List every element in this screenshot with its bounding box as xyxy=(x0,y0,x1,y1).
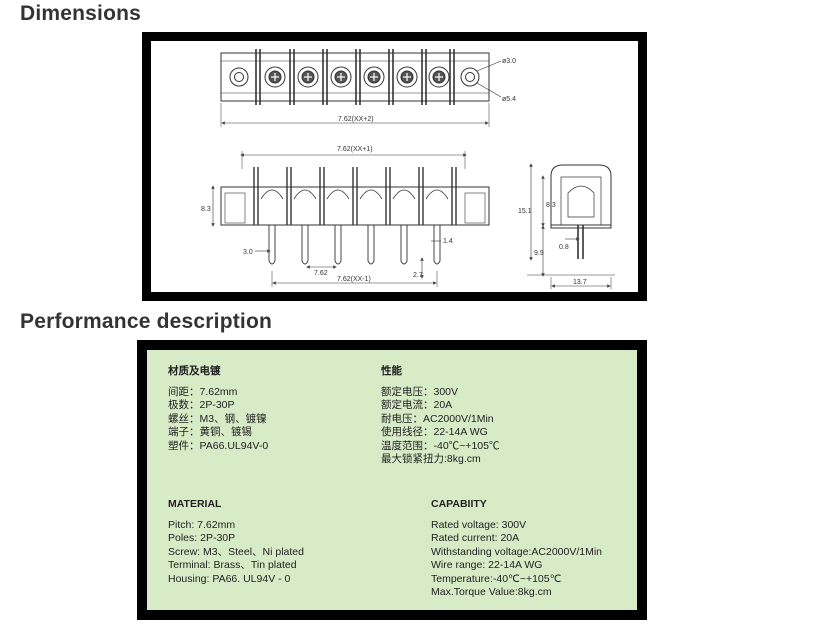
cn-material-line: 塑件：PA66.UL94V-0 xyxy=(168,439,269,452)
en-material-title: MATERIAL xyxy=(168,498,222,510)
label-pitch-span: 7.62(XX+1) xyxy=(337,146,373,153)
label-pitch: 7.62 xyxy=(314,270,328,277)
en-material-line: Terminal: Brass、Tin plated xyxy=(168,559,297,571)
cn-material-line: 间距：7.62mm xyxy=(168,385,238,398)
cn-material-line: 螺丝：M3、钢、镀镍 xyxy=(168,412,267,425)
label-side-pin: 0.8 xyxy=(559,244,569,251)
en-capability-title: CAPABIITY xyxy=(431,498,487,510)
performance-frame: 材质及电镀 间距：7.62mm 极数：2P-30P 螺丝：M3、钢、镀镍 端子：… xyxy=(137,340,647,620)
cn-material-title: 材质及电镀 xyxy=(168,365,221,377)
label-side-height-upper: 8.3 xyxy=(546,202,556,209)
label-pin-left: 3.0 xyxy=(243,249,253,256)
en-capability-line: Temperature:-40℃~+105℃ xyxy=(431,572,562,585)
en-material-line: Poles: 2P-30P xyxy=(168,532,236,544)
label-side-height-total: 15.1 xyxy=(518,208,532,215)
label-pin-width: 1.4 xyxy=(443,238,453,245)
label-length-top: 7.62(XX+2) xyxy=(338,116,374,123)
side-view xyxy=(527,163,615,289)
label-side-width: 13.7 xyxy=(573,279,587,286)
en-material-line: Pitch: 7.62mm xyxy=(168,518,236,531)
cn-capability-line: 额定电流：20A xyxy=(381,399,453,411)
cn-capability-title: 性能 xyxy=(381,365,402,377)
cn-capability-line: 温度范围：-40℃~+105℃ xyxy=(381,439,500,452)
en-capability-line: Rated current: 20A xyxy=(431,532,520,544)
cn-capability-line: 最大锁紧扭力:8kg.cm xyxy=(381,453,481,465)
front-view xyxy=(211,151,490,287)
label-pin-length: 2.7 xyxy=(413,272,423,279)
cn-capability-line: 使用线径：22-14A WG xyxy=(381,426,488,438)
en-material-block: MATERIAL Pitch: 7.62mm Poles: 2P-30P Scr… xyxy=(168,498,304,586)
cn-capability-line: 耐电压：AC2000V/1Min xyxy=(381,412,494,425)
top-view xyxy=(220,49,502,127)
en-material-line: Screw: M3、Steel、Ni plated xyxy=(168,545,304,558)
en-capability-line: Withstanding voltage:AC2000V/1Min xyxy=(431,545,603,558)
cn-capability-line: 额定电压：300V xyxy=(381,385,459,398)
label-pitch-bottom: 7.62(XX-1) xyxy=(337,276,371,283)
dimensions-frame: ø3.0 ø5.4 7.62(XX+2) xyxy=(142,32,647,301)
en-capability-block: CAPABIITY Rated voltage: 300V Rated curr… xyxy=(431,498,602,600)
technical-drawing: ø3.0 ø5.4 7.62(XX+2) xyxy=(151,41,638,292)
performance-heading: Performance description xyxy=(20,310,273,333)
en-capability-line: Rated voltage: 300V xyxy=(431,518,527,531)
en-capability-line: Wire range: 22-14A WG xyxy=(431,559,543,571)
label-hole-large: ø5.4 xyxy=(502,96,516,103)
label-side-height-lower: 9.9 xyxy=(534,250,544,257)
label-hole-small: ø3.0 xyxy=(502,58,516,65)
performance-panel: 材质及电镀 间距：7.62mm 极数：2P-30P 螺丝：M3、钢、镀镍 端子：… xyxy=(147,350,637,610)
en-material-line: Housing: PA66. UL94V - 0 xyxy=(168,572,291,585)
cn-material-line: 端子：黄铜、镀锡 xyxy=(168,426,252,438)
label-height-left: 8.3 xyxy=(201,206,211,213)
cn-capability-block: 性能 额定电压：300V 额定电流：20A 耐电压：AC2000V/1Min 使… xyxy=(381,365,499,467)
cn-material-block: 材质及电镀 间距：7.62mm 极数：2P-30P 螺丝：M3、钢、镀镍 端子：… xyxy=(168,365,268,453)
cn-material-line: 极数：2P-30P xyxy=(168,399,235,411)
dimensions-heading: Dimensions xyxy=(20,2,142,25)
en-capability-line: Max.Torque Value:8kg.cm xyxy=(431,586,552,598)
